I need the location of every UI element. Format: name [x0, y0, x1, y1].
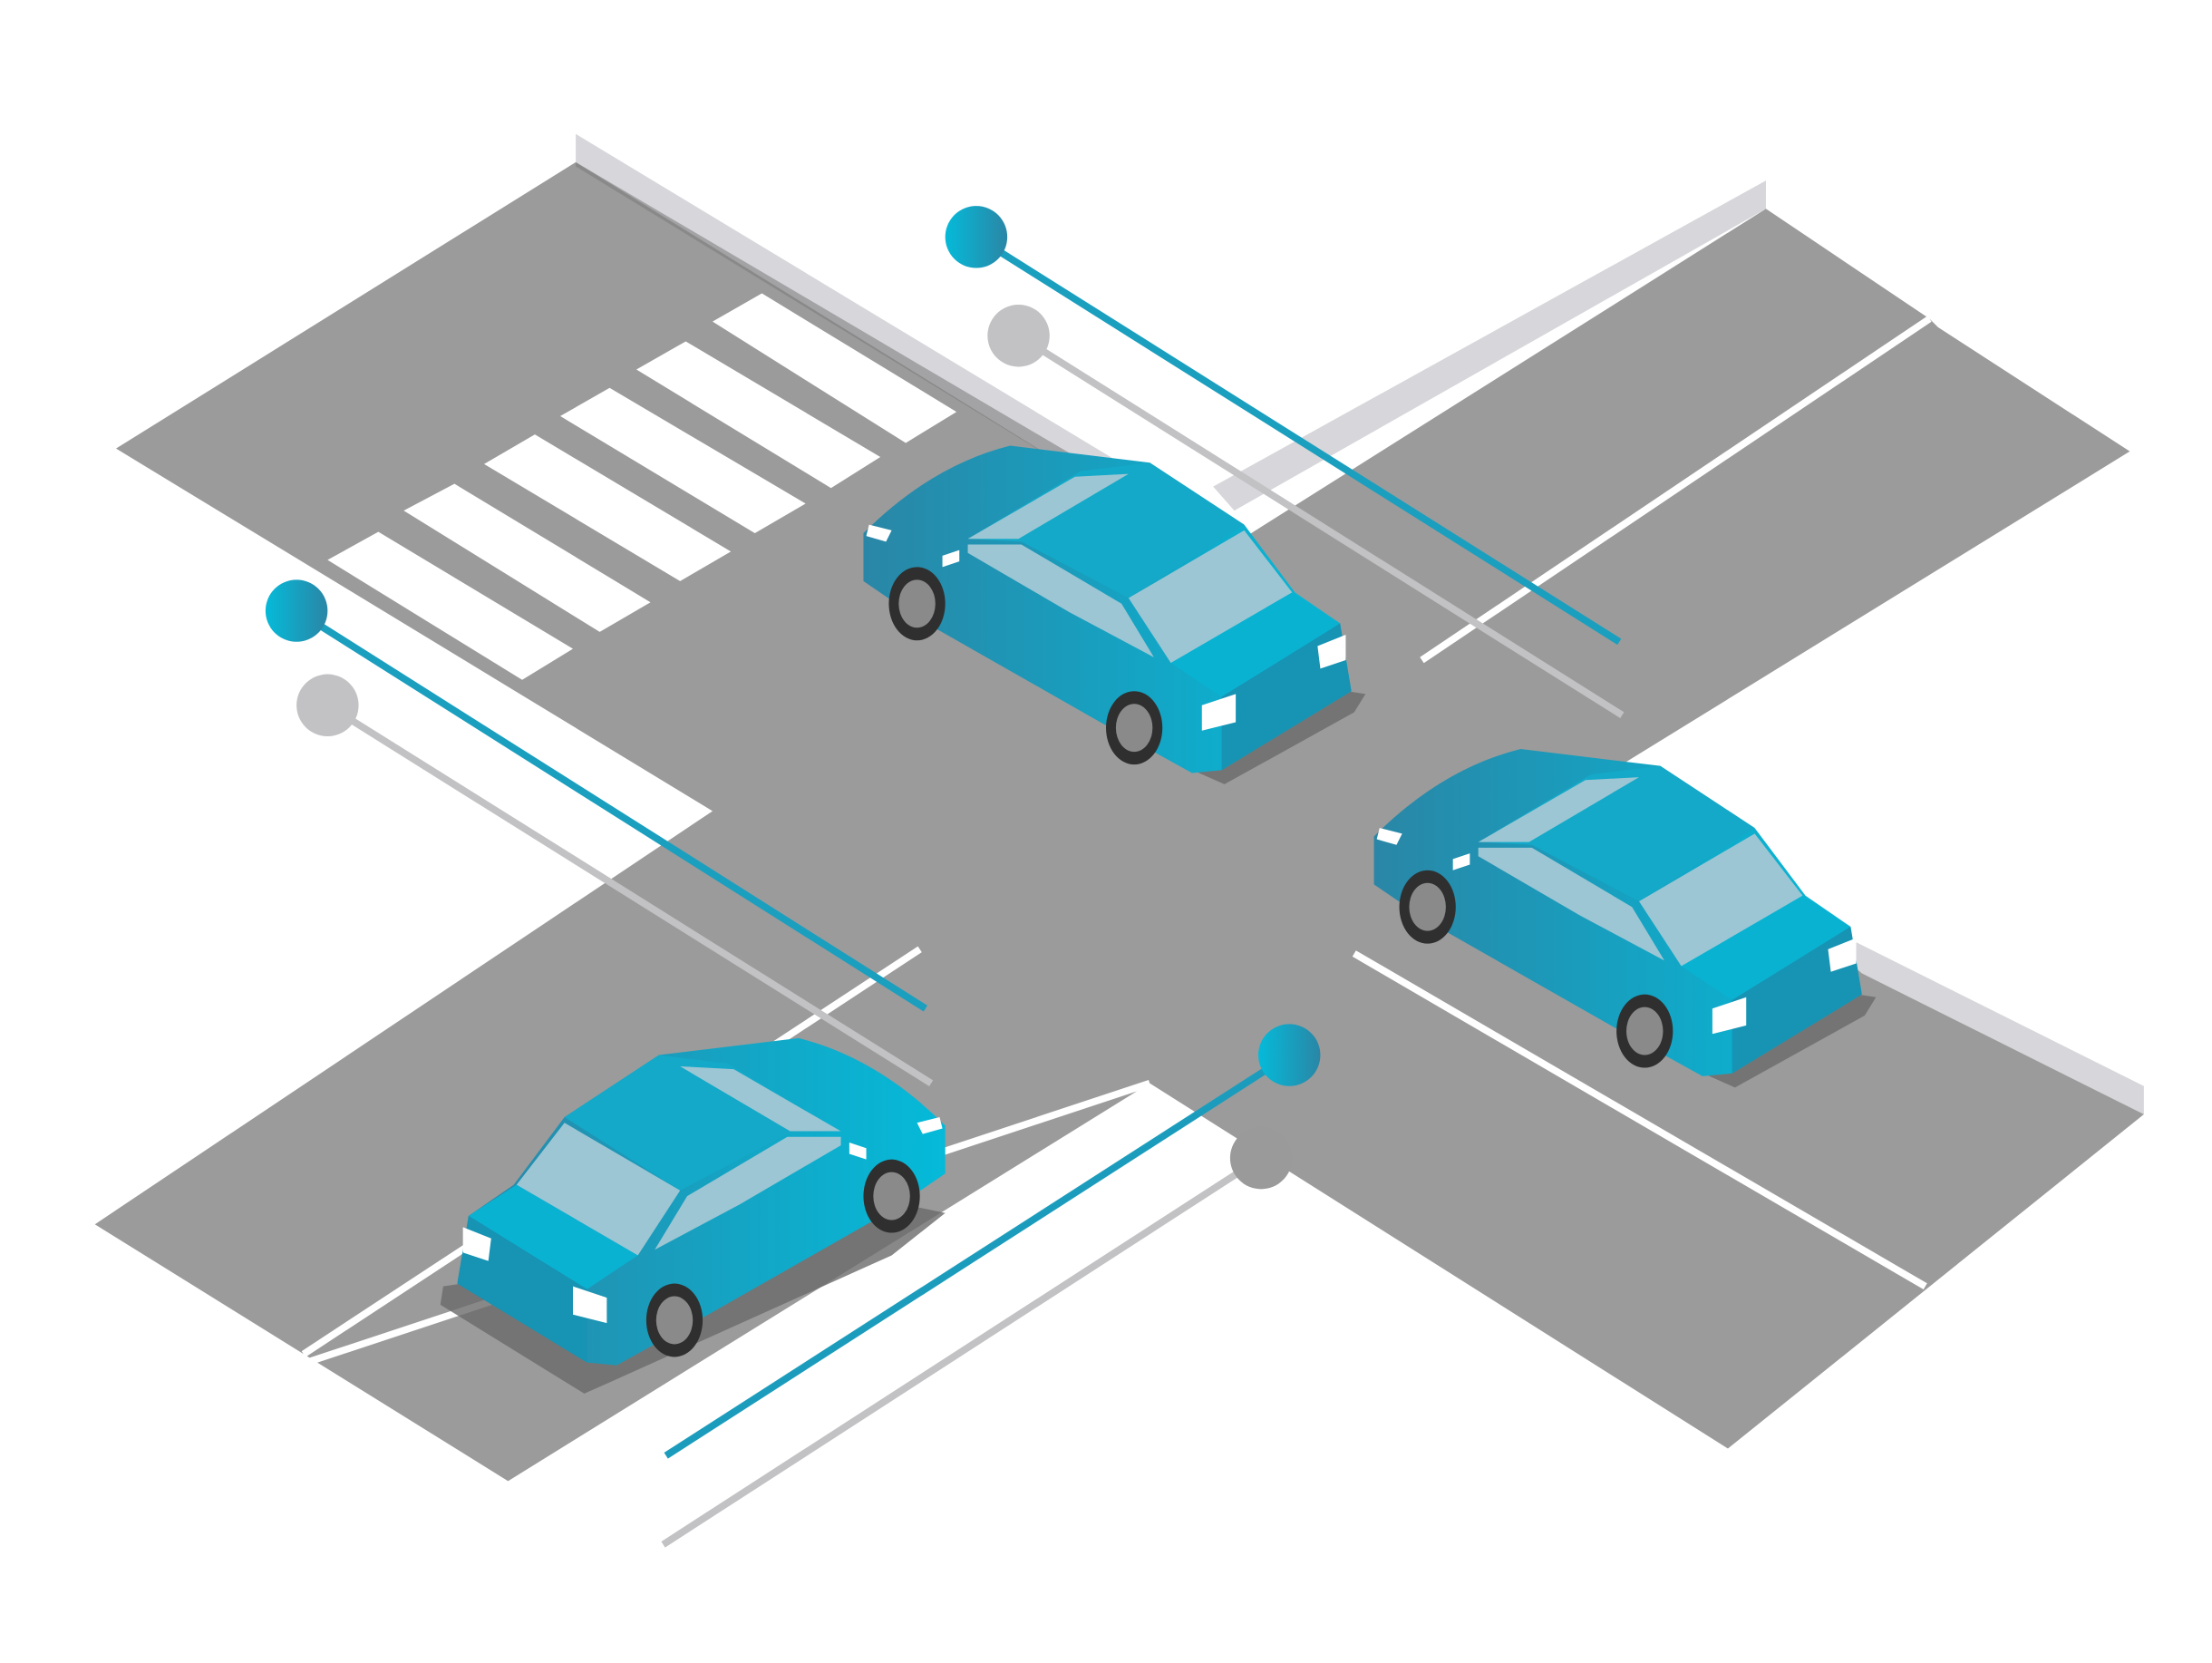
pin-dot-teal	[1258, 1024, 1321, 1086]
car-side-window	[655, 1136, 841, 1250]
car-wheel-rim	[655, 1296, 694, 1345]
crosswalk	[327, 293, 957, 680]
car-roof	[564, 1055, 841, 1191]
car-mirror	[1452, 853, 1470, 870]
car-right	[1373, 749, 1877, 1088]
pin-line-gray	[325, 702, 934, 1086]
car-rear-window	[1478, 777, 1639, 842]
lane-line-right	[1352, 950, 1927, 1290]
car-wheel-rim	[898, 579, 936, 628]
car-hood	[1681, 895, 1851, 1000]
car-headlight	[462, 1227, 491, 1261]
car-hood	[1170, 592, 1341, 697]
pin-lines	[265, 206, 1625, 1548]
curb-top-right	[1213, 180, 1766, 511]
car-wheel-rim	[1409, 882, 1446, 931]
car-wheel-rim	[873, 1172, 910, 1221]
pin-line-teal	[295, 608, 927, 1012]
crosswalk-stripe	[560, 387, 806, 533]
car-windshield	[1639, 833, 1803, 967]
car-headlight	[1828, 938, 1857, 972]
curb-top-left	[576, 133, 1242, 560]
pin-dot-teal	[265, 579, 328, 642]
pin-line-teal	[974, 234, 1622, 646]
car-taillight	[917, 1117, 943, 1134]
crosswalk-stripe	[713, 293, 957, 443]
car-front	[457, 1215, 587, 1363]
car-front	[1732, 927, 1862, 1074]
car-taillight	[1376, 828, 1402, 845]
car-headlight	[573, 1286, 607, 1324]
lane-line-top-right	[1420, 316, 1932, 664]
car-mirror	[942, 549, 960, 568]
crosswalk-stripe	[403, 483, 651, 632]
car-side-window	[967, 544, 1154, 657]
crosswalk-stripe	[484, 434, 732, 581]
car-windshield	[516, 1123, 681, 1256]
car-mirror	[849, 1143, 867, 1160]
curb-right	[1833, 930, 2144, 1114]
car-wheel-rim	[1626, 1007, 1664, 1055]
car-rear-window	[680, 1066, 841, 1132]
pin-line-teal	[664, 1052, 1292, 1459]
car-taillight	[866, 524, 892, 542]
pin-dot-gray	[296, 674, 359, 736]
car-headlight	[1712, 997, 1747, 1035]
car-wheel-rim	[1115, 704, 1153, 753]
car-hood	[468, 1184, 638, 1289]
car-front	[1221, 623, 1352, 771]
pin-dot-gray	[1229, 1126, 1293, 1190]
road-surface	[94, 133, 2144, 1482]
pin-dot-gray	[987, 305, 1050, 367]
car-bottom-left	[440, 1037, 946, 1394]
car-side-window	[1478, 847, 1664, 961]
car-windshield	[1128, 530, 1293, 664]
pin-line-gray	[1016, 332, 1625, 718]
car-roof	[1478, 765, 1755, 901]
crosswalk-stripe	[636, 341, 881, 489]
road-main	[94, 161, 2144, 1482]
pin-dot-teal	[945, 206, 1008, 268]
car-headlight	[1201, 694, 1237, 731]
car-rear-window	[967, 473, 1129, 540]
car-top	[863, 445, 1366, 784]
car-headlight	[1317, 635, 1346, 669]
crosswalk-stripe	[327, 531, 573, 680]
car-roof	[967, 462, 1245, 598]
pin-line-gray	[661, 1154, 1264, 1548]
